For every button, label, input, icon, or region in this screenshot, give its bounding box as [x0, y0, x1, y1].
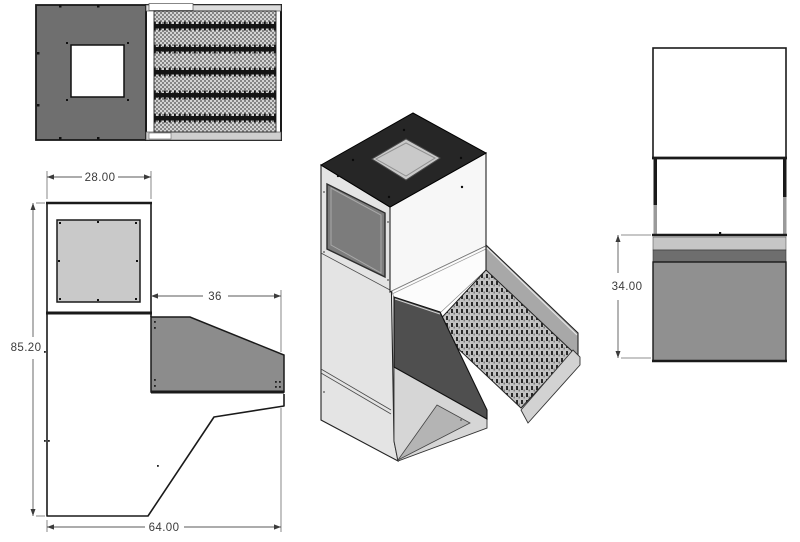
- dim-base-depth-label: 64.00: [149, 522, 180, 534]
- chute-fastener-marks: [44, 321, 281, 467]
- top-view: [35, 3, 282, 141]
- dimension-chute-depth: 36: [151, 290, 282, 352]
- dim-hopper-height-label: 34.00: [612, 281, 643, 293]
- dim-front-width-label: 28.00: [85, 172, 116, 184]
- iso-base-wedge: [397, 404, 471, 461]
- iso-face-marks: [323, 191, 462, 421]
- iso-grate-deck: [433, 269, 574, 409]
- side-legs: [653, 158, 787, 235]
- side-box: [652, 47, 787, 159]
- front-window: [56, 219, 141, 303]
- grating-panel-top: [145, 3, 282, 141]
- iso-near-wall: [393, 296, 488, 420]
- front-view: 28.00 36 85.20 64.: [11, 171, 285, 534]
- fastener-marks-top: [37, 5, 129, 140]
- top-square-opening: [70, 44, 125, 98]
- dimension-base-depth: 64.00: [46, 408, 282, 534]
- grating-bars: [154, 21, 276, 123]
- iso-window: [326, 182, 386, 279]
- front-lower-outline: [46, 313, 285, 517]
- dim-overall-height-label: 85.20: [11, 342, 42, 354]
- window-fastener-marks: [58, 221, 138, 301]
- iso-grate-rail: [520, 349, 581, 424]
- dim-chute-depth-label: 36: [208, 291, 222, 303]
- front-chute-wall: [150, 316, 285, 393]
- iso-top-opening: [371, 138, 441, 181]
- isometric-view: [320, 112, 581, 463]
- side-view: 34.00: [612, 47, 787, 363]
- side-hopper: [652, 232, 787, 363]
- dimension-overall-height: 85.20: [11, 202, 45, 517]
- iso-top-bolts: [336, 128, 464, 199]
- dimension-hopper-height: 34.00: [612, 234, 651, 359]
- dimension-front-width: 28.00: [46, 171, 152, 199]
